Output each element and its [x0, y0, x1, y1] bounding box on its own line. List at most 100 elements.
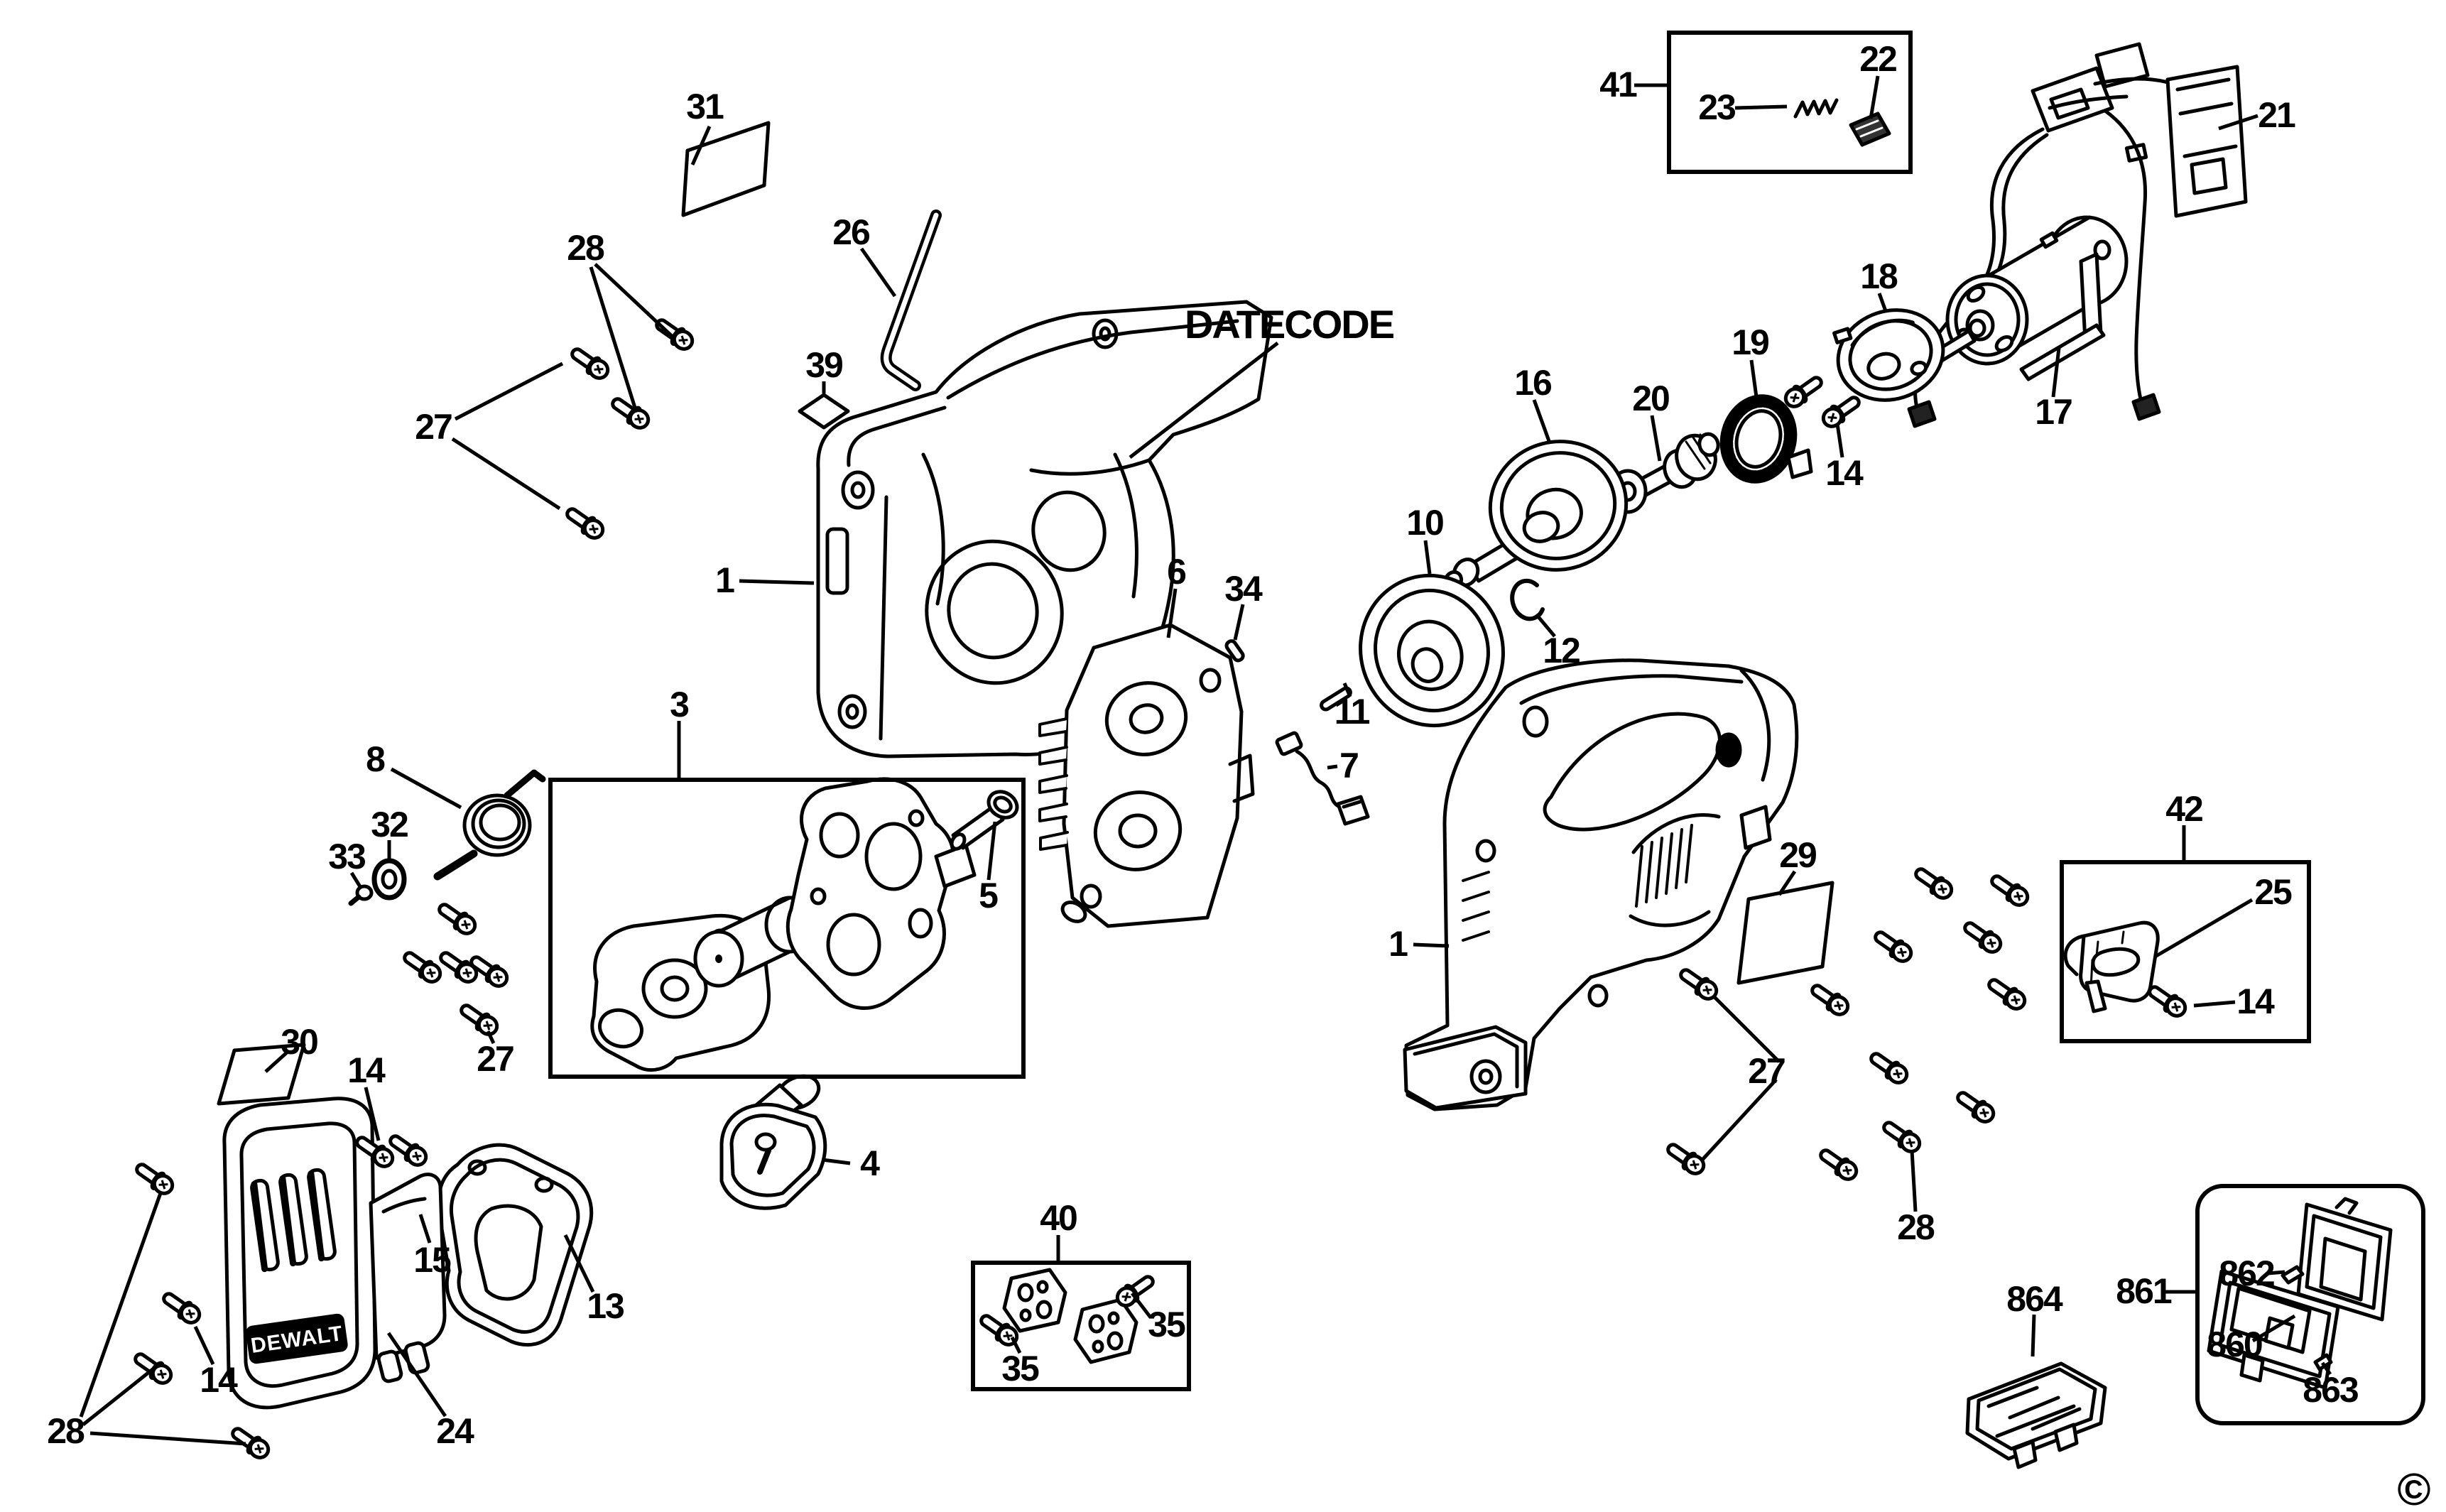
part-4-pivot-shoe-drawing [719, 1074, 827, 1210]
screw-icon [435, 899, 479, 937]
part-label-8: 8 [366, 739, 386, 779]
leader-line [2320, 1361, 2332, 1376]
part-label-864: 864 [2006, 1279, 2062, 1319]
screw-icon [1782, 372, 1826, 410]
leader-line [589, 266, 637, 408]
part-label-26: 26 [832, 212, 871, 252]
screw-icon [133, 1159, 177, 1197]
part-label-42: 42 [2165, 789, 2204, 829]
part-39-diamond-drawing [798, 393, 850, 430]
part-label-14: 14 [2236, 981, 2275, 1021]
part-16-platen-drawing [1442, 440, 1629, 592]
part-label-4: 4 [860, 1143, 880, 1183]
group-box-41 [1667, 31, 1913, 174]
part-label-19: 19 [1732, 322, 1770, 362]
part-label-21: 21 [2258, 95, 2296, 135]
leader-line [986, 821, 997, 881]
leader-line [1010, 1336, 1022, 1354]
leader-line [390, 767, 462, 810]
leader-line [1233, 604, 1245, 641]
part-label-35: 35 [1001, 1349, 1040, 1388]
leader-line [2193, 1000, 2236, 1008]
part-label-17: 17 [2035, 392, 2073, 432]
part-8-spring-drawing [433, 769, 546, 881]
leader-lines-layer [79, 75, 2332, 1446]
part-label-3: 3 [670, 685, 690, 724]
part-label-31: 31 [686, 87, 724, 126]
part-label-27: 27 [1748, 1051, 1786, 1091]
part-label-41: 41 [1599, 65, 1638, 104]
leader-line [1423, 540, 1432, 575]
leader-line [418, 1214, 432, 1244]
leader-line [1734, 104, 1788, 110]
part-26-hex-key-drawing [880, 210, 942, 391]
group-boxes-layer [548, 31, 2425, 1425]
leader-line [2218, 114, 2259, 131]
screw-icon [1988, 871, 2032, 909]
part-label-860: 860 [2207, 1325, 2263, 1364]
part-5-bolt-drawing [950, 790, 1019, 851]
screw-icon [2146, 981, 2190, 1020]
screw-icon [1961, 918, 2005, 956]
leader-line [264, 1050, 289, 1073]
screw-icon [653, 315, 697, 353]
leader-line [2155, 898, 2254, 958]
part-label-14: 14 [347, 1050, 386, 1090]
part-label-23: 23 [1698, 87, 1736, 127]
leader-line [1712, 995, 1781, 1063]
part-29-label-sticker-drawing [1736, 881, 1835, 985]
part-19-ring-gear-drawing [1719, 394, 1813, 484]
part-label-33: 33 [328, 837, 366, 876]
leader-line [486, 1030, 496, 1045]
part-11-pin-drawing [1320, 686, 1352, 712]
screw-icon [1985, 974, 2029, 1013]
leader-line [1327, 764, 1338, 770]
leader-line [79, 1192, 163, 1418]
part-label-15: 15 [413, 1240, 452, 1280]
group-box-861 [2195, 1184, 2425, 1425]
part-32-washer-drawing [371, 858, 407, 901]
part-label-16: 16 [1514, 363, 1553, 403]
part-34-pin-drawing [1224, 639, 1245, 663]
leader-line [739, 579, 815, 585]
part-label-10: 10 [1406, 503, 1445, 543]
part-label-28: 28 [47, 1411, 85, 1451]
leader-line [563, 1234, 595, 1293]
part-label-22: 22 [1859, 39, 1898, 79]
part-21-switch-module-drawing [1907, 42, 2248, 428]
part-20-spindle-drawing [1608, 432, 1720, 514]
part-label-5: 5 [979, 876, 999, 915]
leader-line [1835, 423, 1844, 458]
part-864-tray-drawing [1965, 1361, 2107, 1469]
part-18-end-bell-drawing [1832, 308, 1945, 402]
part-label-35: 35 [1148, 1305, 1186, 1344]
screw-icon [1871, 927, 1915, 965]
part-label-11: 11 [1334, 692, 1371, 731]
screw-icon [1820, 392, 1864, 430]
leader-line [454, 361, 564, 421]
leader-line [2031, 1314, 2036, 1357]
leader-line [1413, 942, 1450, 948]
leader-line [1749, 359, 1759, 398]
part-10-roller-drawing [1359, 573, 1505, 728]
part-label-34: 34 [1224, 569, 1263, 609]
leader-line [386, 1332, 447, 1418]
copyright-mark: © [2397, 1464, 2430, 1512]
leader-line [2051, 347, 2061, 398]
part-label-7: 7 [1339, 746, 1359, 785]
part-25-belt-clip-drawing [2063, 920, 2160, 1013]
part-862-latch-drawing [2281, 1265, 2305, 1285]
part-17-motor-drawing [1914, 215, 2129, 381]
part-863-latch-drawing [2313, 1353, 2333, 1371]
part-label-28: 28 [567, 228, 605, 268]
part-33-set-screw-drawing [348, 884, 374, 906]
part-7-brush-wire-drawing [1275, 731, 1370, 826]
screw-icon [160, 1288, 204, 1327]
part-label-27: 27 [415, 407, 453, 447]
leader-line [2251, 1314, 2296, 1343]
part-label-863: 863 [2303, 1370, 2359, 1410]
part-label-14: 14 [1825, 453, 1864, 493]
part-label-6: 6 [1167, 552, 1187, 592]
leader-line [1166, 588, 1178, 638]
part-24-battery-cover-drawing: DEWALT [222, 1097, 447, 1410]
